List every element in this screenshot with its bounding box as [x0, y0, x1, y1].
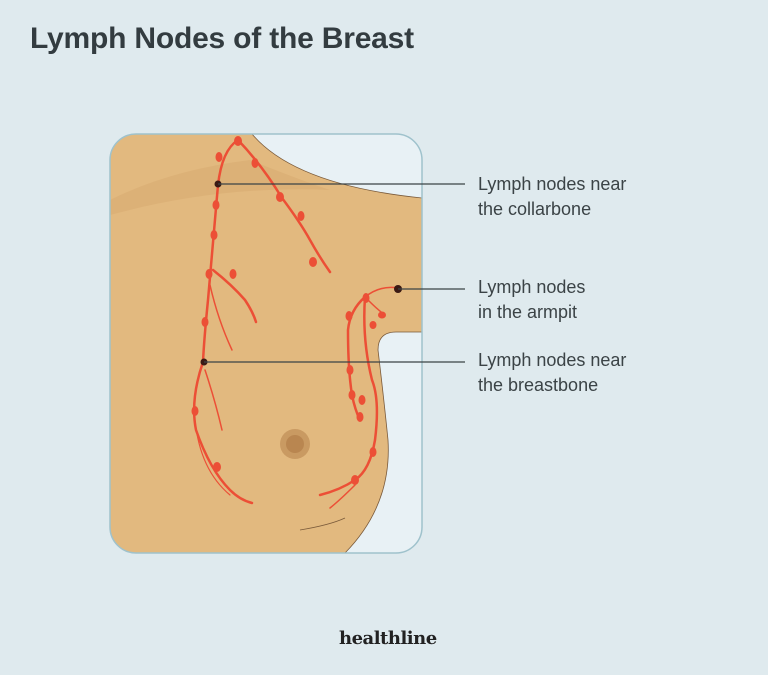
label-line: Lymph nodes near — [478, 174, 627, 194]
illustration-panel — [110, 134, 422, 553]
panel-border — [109, 133, 423, 554]
lymph-nodes — [191, 136, 386, 485]
label-line: Lymph nodes — [478, 277, 586, 297]
label-line: the breastbone — [478, 375, 599, 395]
label-breastbone: Lymph nodes near the breastbone — [478, 348, 626, 398]
collarbone-shadow — [110, 160, 330, 215]
healthline-logo: healthline — [339, 628, 437, 649]
body-skin — [110, 134, 422, 553]
label-armpit: Lymph nodes in the armpit — [478, 275, 585, 325]
label-collarbone: Lymph nodes near the collarbone — [478, 172, 626, 222]
label-line: in the armpit — [478, 302, 578, 322]
leader-lines — [204, 183, 465, 363]
armpit-background — [344, 331, 422, 553]
page-title: Lymph Nodes of the Breast — [30, 22, 414, 55]
label-line: the collarbone — [478, 199, 592, 219]
label-line: Lymph nodes near — [478, 350, 627, 370]
